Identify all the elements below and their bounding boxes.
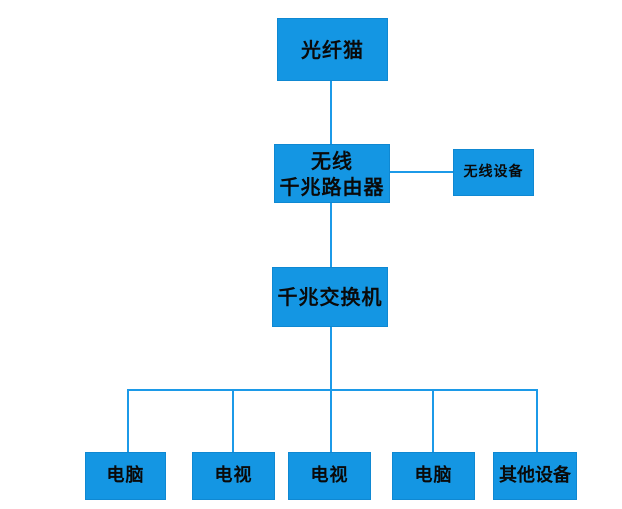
node-fiber-modem-label: 光纤猫 — [301, 37, 364, 62]
node-router: 无线 千兆路由器 — [274, 144, 390, 203]
node-router-label-line2: 千兆路由器 — [279, 174, 385, 199]
node-gigabit-switch: 千兆交换机 — [272, 267, 388, 327]
node-pc1-label: 电脑 — [106, 465, 145, 487]
node-wireless-devices: 无线设备 — [453, 149, 534, 196]
node-tv2: 电视 — [288, 452, 371, 500]
node-tv1: 电视 — [192, 452, 275, 500]
node-gigabit-switch-label: 千兆交换机 — [277, 285, 383, 309]
bus-line — [127, 389, 538, 391]
node-other-devices-label: 其他设备 — [499, 465, 571, 487]
edge-modem-router — [330, 81, 332, 144]
edge-bus-other-devices — [536, 389, 538, 452]
node-pc1: 电脑 — [85, 452, 166, 500]
node-fiber-modem: 光纤猫 — [277, 18, 388, 81]
edge-bus-tv1 — [232, 389, 234, 452]
node-tv2-label: 电视 — [310, 465, 349, 487]
node-router-label-line1: 无线 — [311, 148, 353, 173]
node-pc2-label: 电脑 — [414, 465, 453, 487]
node-other-devices: 其他设备 — [493, 452, 577, 500]
edge-router-wireless-devices — [390, 171, 453, 173]
edge-router-switch — [330, 203, 332, 267]
node-wireless-devices-label: 无线设备 — [463, 164, 524, 181]
edge-bus-pc2 — [432, 389, 434, 452]
edge-bus-pc1 — [127, 389, 129, 452]
node-pc2: 电脑 — [392, 452, 475, 500]
node-tv1-label: 电视 — [214, 465, 253, 487]
